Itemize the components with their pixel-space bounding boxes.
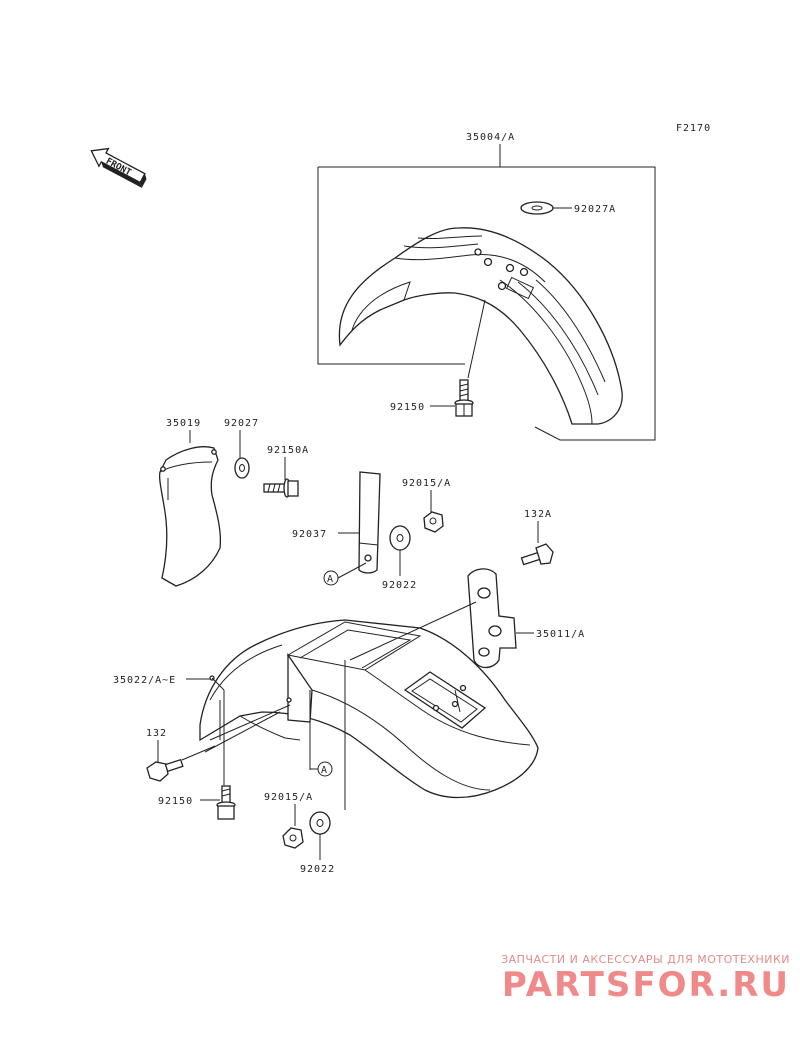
label-132a: 132A	[524, 509, 552, 520]
rear-bracket-group: 132A 35011/A	[467, 509, 585, 669]
washer-92022-mid	[389, 525, 411, 551]
label-92015a-bottom: 92015/A	[264, 792, 313, 803]
mount-bracket-35011	[467, 568, 517, 669]
washer-92022-bottom	[309, 811, 331, 835]
bolt-132a	[520, 543, 554, 566]
washer-92027	[234, 457, 250, 479]
label-35022: 35022/A~E	[113, 675, 176, 686]
ref-a-bottom: A	[321, 765, 328, 776]
watermark-logo: PARTSFOR.RU	[502, 965, 790, 1005]
front-fender	[338, 227, 623, 425]
washer-92027a	[520, 201, 554, 215]
label-92022-bottom: 92022	[300, 864, 335, 875]
bolt-92150a	[263, 478, 299, 498]
bracket-group: 92037 A 92022 92015/A	[292, 471, 451, 591]
label-35011: 35011/A	[536, 629, 585, 640]
label-132: 132	[146, 728, 167, 739]
label-35019: 35019	[166, 418, 201, 429]
bolt-92150-bottom	[216, 785, 236, 820]
label-92150-top: 92150	[390, 402, 425, 413]
ref-a-top: A	[327, 574, 334, 585]
bracket-92037	[358, 471, 381, 574]
nut-92015a-top	[423, 511, 444, 533]
label-35004: 35004/A	[466, 132, 515, 143]
watermark-tagline: ЗАПЧАСТИ И АКСЕССУАРЫ ДЛЯ МОТОТЕХНИКИ	[501, 953, 790, 966]
bolt-92150-top	[454, 379, 474, 417]
front-fender-group: 35004/A 92027A	[317, 132, 656, 441]
rear-fender-group: 35022/A~E A 132	[113, 601, 539, 875]
label-92022-mid: 92022	[382, 580, 417, 591]
nut-92015a-bottom	[282, 827, 304, 849]
label-92150a: 92150A	[267, 445, 309, 456]
label-92037: 92037	[292, 529, 327, 540]
label-92027: 92027	[224, 418, 259, 429]
figure-code: F2170	[676, 123, 711, 134]
rear-fender	[199, 619, 539, 799]
label-92015a-top: 92015/A	[402, 478, 451, 489]
front-arrow-icon: FRONT	[90, 147, 147, 188]
bolt-132	[146, 745, 216, 782]
label-92150-bottom: 92150	[158, 796, 193, 807]
label-92027a: 92027A	[574, 204, 616, 215]
side-plate-group: 35019 92027 92150A	[158, 418, 309, 587]
